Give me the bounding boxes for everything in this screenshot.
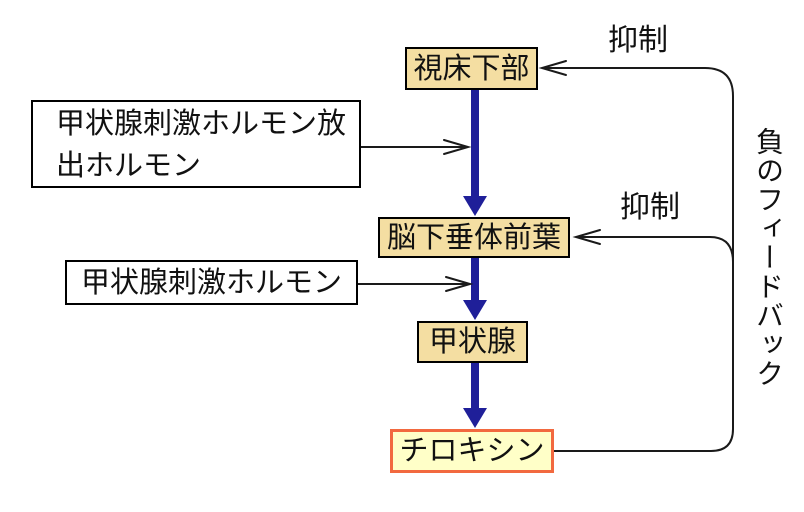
node-thyroid: 甲状腺 <box>417 321 528 363</box>
node-hypothalamus-label: 視床下部 <box>413 50 530 85</box>
node-thyroid-label: 甲状腺 <box>428 324 516 359</box>
node-pituitary-label: 脳下垂体前葉 <box>386 219 561 254</box>
node-thyroxine: チロキシン <box>390 429 554 473</box>
negative-feedback-label: 負のフィードバック <box>752 127 785 388</box>
trh-arrow <box>361 139 472 155</box>
flow-arrow-pituitary-to-thyroid <box>463 257 487 320</box>
feedback-loop-line <box>538 60 734 452</box>
flow-arrow-hypothalamus-to-pituitary <box>463 89 487 216</box>
node-tsh: 甲状腺刺激ホルモン <box>65 260 358 305</box>
feedback-branch-to-pituitary <box>572 229 734 263</box>
flow-arrow-thyroid-to-thyroxine <box>463 362 487 428</box>
tsh-arrow <box>358 276 474 292</box>
node-tsh-label: 甲状腺刺激ホルモン <box>80 265 342 300</box>
node-pituitary: 脳下垂体前葉 <box>378 217 570 258</box>
node-trh: 甲状腺刺激ホルモン放 出ホルモン <box>31 100 361 188</box>
node-hypothalamus: 視床下部 <box>405 47 538 90</box>
node-thyroxine-label: チロキシン <box>399 433 545 468</box>
node-trh-label: 甲状腺刺激ホルモン放 出ホルモン <box>56 105 347 182</box>
inhibit-label-top: 抑制 <box>608 23 668 58</box>
inhibit-label-middle: 抑制 <box>620 190 680 225</box>
